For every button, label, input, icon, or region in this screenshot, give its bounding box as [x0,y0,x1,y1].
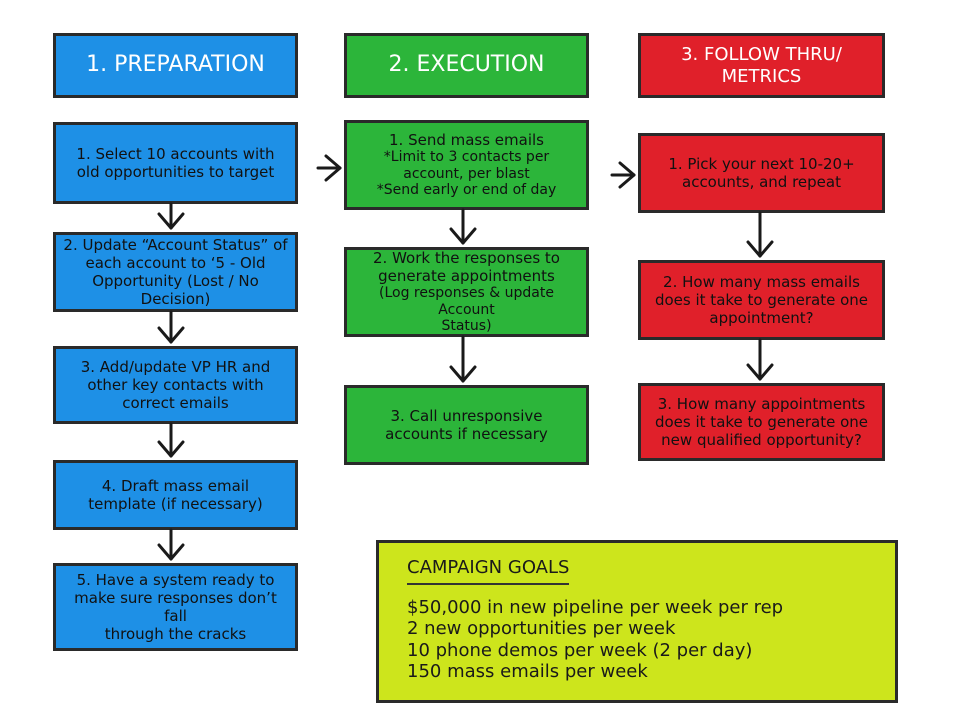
down-arrow-icon [746,338,774,381]
preparation-step-2: 2. Update “Account Status” of each accou… [53,232,298,312]
step-text: accounts if necessary [385,425,548,443]
step-text: 3. Add/update VP HR and [80,358,271,376]
step-text: 2. Update “Account Status” of [63,236,288,254]
campaign-goal-item: $50,000 in new pipeline per week per rep [407,596,784,618]
execution-step-1: 1. Send mass emails *Limit to 3 contacts… [344,120,589,210]
step-text: does it take to generate one [654,413,868,431]
preparation-step-3: 3. Add/update VP HR and other key contac… [53,346,298,424]
step-text: 3. How many appointments [657,395,866,413]
campaign-goal-item: 2 new opportunities per week [407,618,676,640]
follow-thru-header: 3. FOLLOW THRU/ METRICS [638,33,885,98]
step-text: Status) [441,318,492,335]
step-text: 3. Call unresponsive [390,407,543,425]
right-arrow-icon [316,154,342,182]
preparation-step-1: 1. Select 10 accounts with old opportuni… [53,122,298,204]
follow-thru-step-3: 3. How many appointments does it take to… [638,383,885,461]
step-text: appointment? [709,309,814,327]
step-text: *Send early or end of day [376,182,557,199]
down-arrow-icon [746,211,774,258]
execution-header: 2. EXECUTION [344,33,589,98]
step-text: new qualified opportunity? [661,431,862,449]
follow-thru-step-2: 2. How many mass emails does it take to … [638,260,885,340]
down-arrow-icon [449,335,477,383]
step-text: each account to ‘5 - Old [85,254,266,272]
campaign-goals-title: CAMPAIGN GOALS [407,557,570,585]
campaign-goals-box: CAMPAIGN GOALS $50,000 in new pipeline p… [376,540,898,703]
step-text: correct emails [122,394,229,412]
step-text: 2. Work the responses to [373,248,560,267]
step-text: 1. Select 10 accounts with [76,145,275,163]
step-text: through the cracks [104,625,247,643]
step-text: *Limit to 3 contacts per [383,148,550,165]
execution-step-3: 3. Call unresponsive accounts if necessa… [344,385,589,465]
step-text: account, per blast [403,165,530,182]
step-text: 4. Draft mass email [101,477,250,495]
down-arrow-icon [449,208,477,245]
campaign-goal-item: 150 mass emails per week [407,661,648,683]
follow-thru-header-line: METRICS [721,65,802,87]
step-text: old opportunities to target [76,163,275,181]
step-text: template (if necessary) [88,495,263,513]
down-arrow-icon [157,202,185,230]
step-text: 1. Pick your next 10-20+ [668,155,855,173]
step-text: other key contacts with [87,376,264,394]
step-text: 5. Have a system ready to [76,571,275,589]
down-arrow-icon [157,310,185,344]
step-text: accounts, and repeat [682,173,841,191]
step-text: 2. How many mass emails [663,273,860,291]
preparation-step-5: 5. Have a system ready to make sure resp… [53,563,298,651]
step-text: 1. Send mass emails [388,130,544,149]
execution-step-2: 2. Work the responses to generate appoin… [344,247,589,337]
follow-thru-step-1: 1. Pick your next 10-20+ accounts, and r… [638,133,885,213]
right-arrow-icon [610,161,636,189]
step-text: make sure responses don’t fall [74,589,277,625]
step-text: generate appointments [378,266,555,285]
step-text: (Log responses & update Account [379,284,554,318]
follow-thru-header-line: 3. FOLLOW THRU/ [681,43,842,65]
step-text: Opportunity (Lost / No Decision) [92,272,259,308]
step-text: does it take to generate one [654,291,868,309]
down-arrow-icon [157,528,185,561]
campaign-goal-item: 10 phone demos per week (2 per day) [407,639,753,661]
down-arrow-icon [157,422,185,458]
preparation-step-4: 4. Draft mass email template (if necessa… [53,460,298,530]
preparation-header: 1. PREPARATION [53,33,298,98]
